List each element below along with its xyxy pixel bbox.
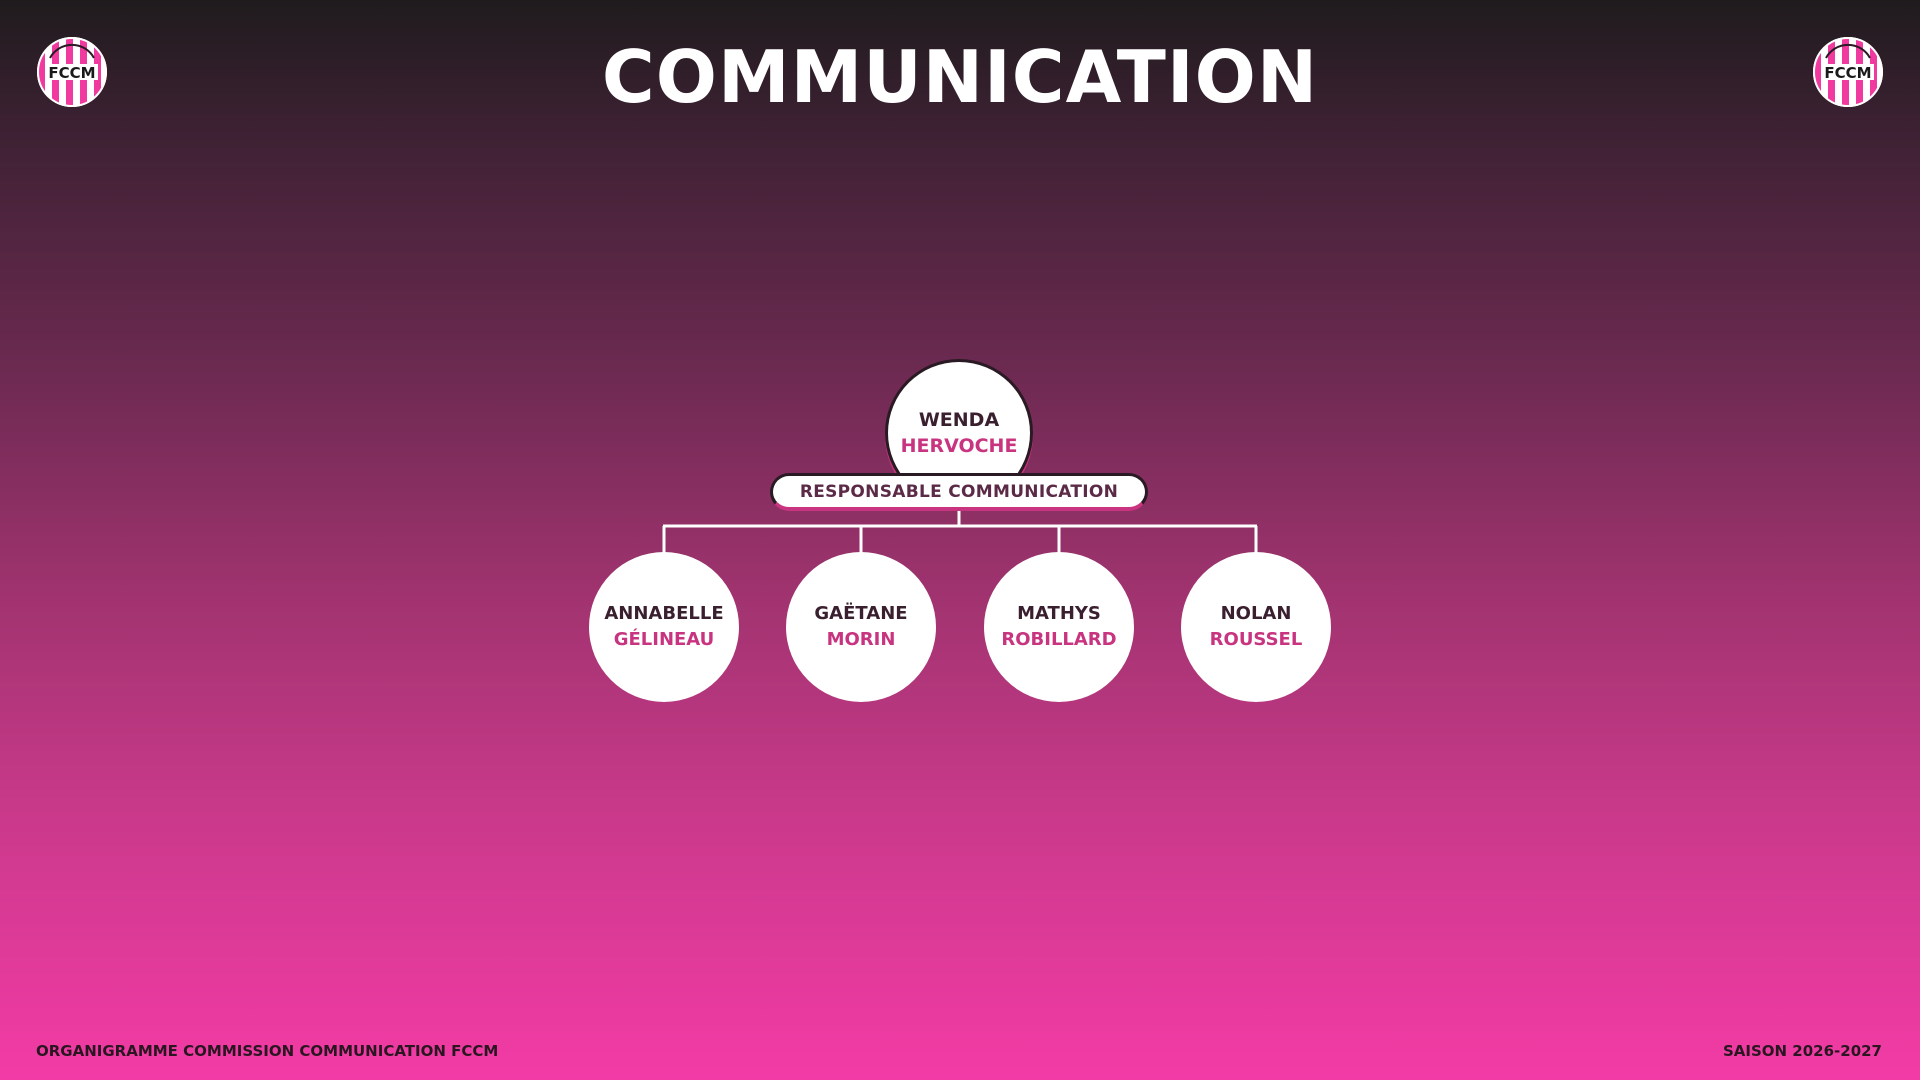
member-last-name: ROBILLARD (1001, 629, 1117, 650)
member-last-name: GÉLINEAU (613, 629, 715, 650)
member-first-name: GAËTANE (814, 603, 908, 624)
lead-last-name: HERVOCHE (900, 435, 1018, 457)
org-node-member-2: GAËTANE MORIN (786, 552, 936, 702)
org-node-member-4: NOLAN ROUSSEL (1181, 552, 1331, 702)
club-crest-icon: FCCM (1813, 37, 1883, 107)
lead-role-badge: RESPONSABLE COMMUNICATION (770, 473, 1148, 511)
page-title: COMMUNICATION (601, 35, 1319, 119)
logo-text: FCCM (48, 64, 95, 82)
footer-season: SAISON 2026-2027 (1722, 1042, 1882, 1060)
org-node-member-3: MATHYS ROBILLARD (984, 552, 1134, 702)
footer-caption: ORGANIGRAMME COMMISSION COMMUNICATION FC… (36, 1042, 499, 1060)
member-first-name: ANNABELLE (604, 603, 724, 624)
logo-text: FCCM (1824, 64, 1871, 82)
club-logo-left: FCCM (36, 36, 108, 108)
club-logo-right: FCCM (1812, 36, 1884, 108)
member-first-name: MATHYS (1017, 603, 1101, 624)
lead-first-name: WENDA (918, 409, 1000, 431)
member-last-name: MORIN (826, 629, 896, 650)
club-crest-icon: FCCM (37, 37, 107, 107)
member-last-name: ROUSSEL (1209, 629, 1303, 650)
member-first-name: NOLAN (1220, 603, 1292, 624)
org-node-member-1: ANNABELLE GÉLINEAU (589, 552, 739, 702)
